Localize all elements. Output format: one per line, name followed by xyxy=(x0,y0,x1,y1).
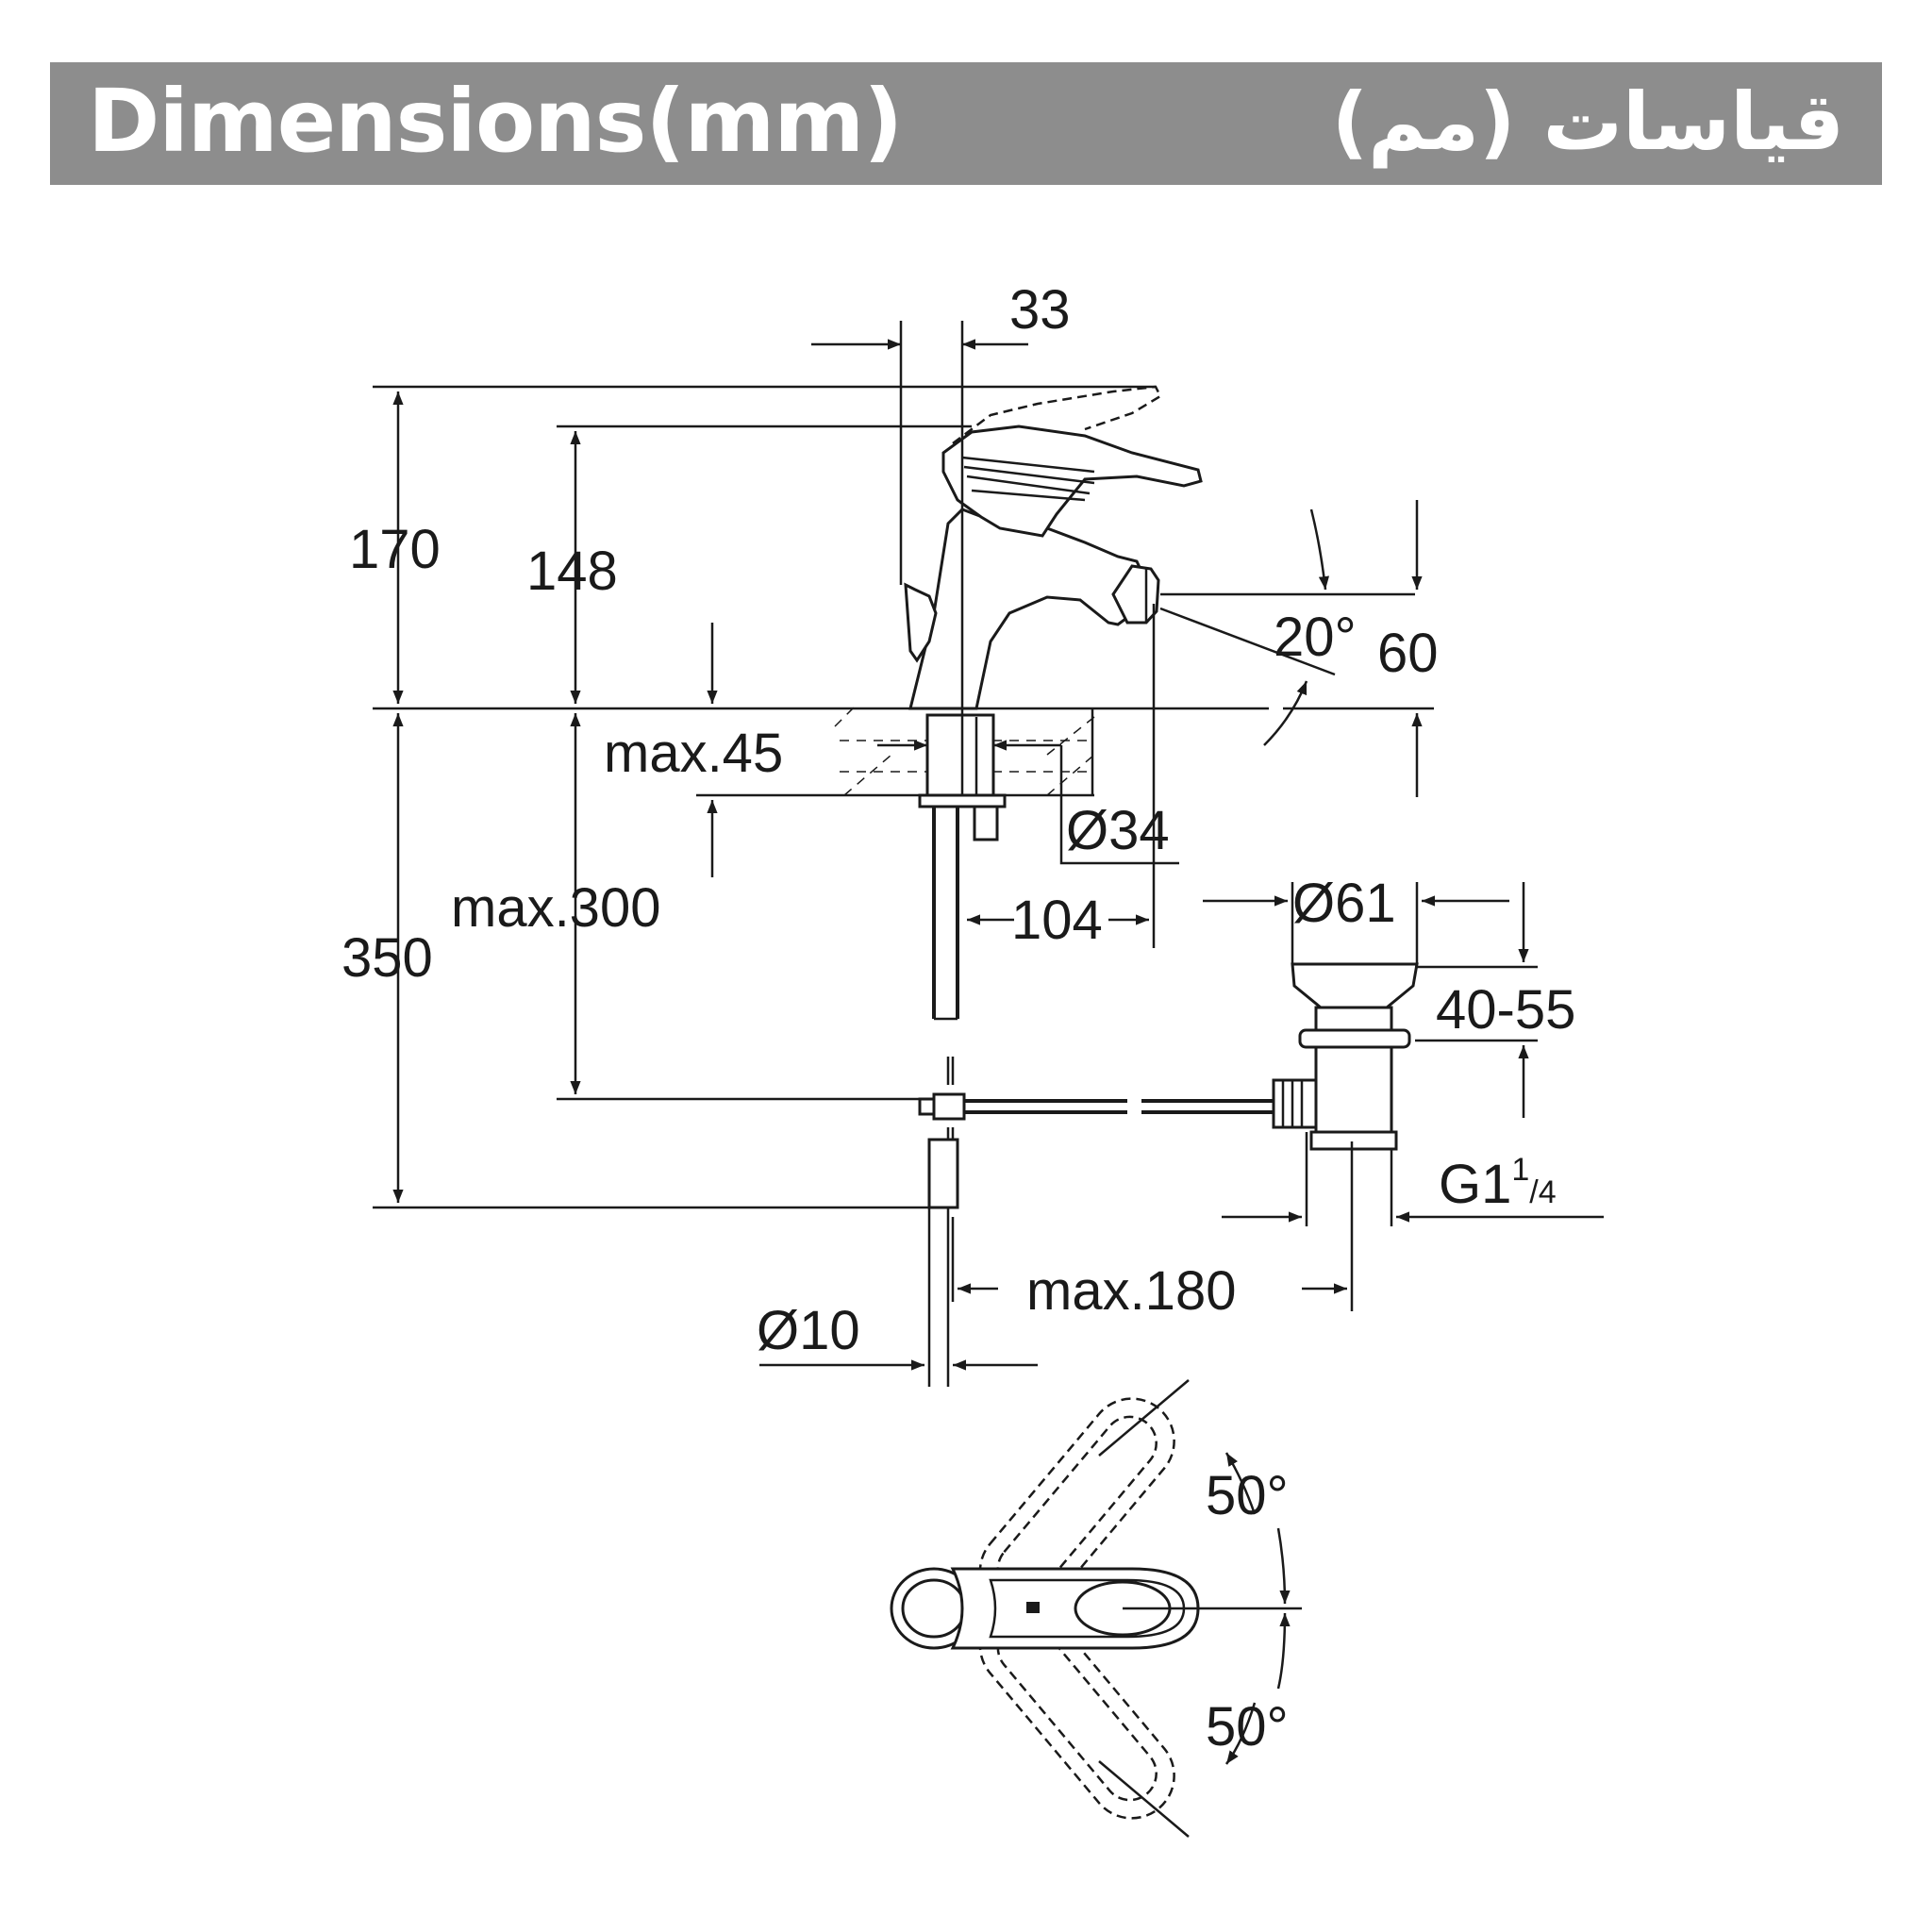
dim-angle-20: 20° xyxy=(1274,607,1357,668)
dim-dia61: Ø61 xyxy=(1292,873,1396,934)
countertop-section xyxy=(373,707,1269,797)
dim-350: 350 xyxy=(341,927,433,989)
handle-dashed-lower xyxy=(978,1602,1175,1820)
dim-33: 33 xyxy=(1009,279,1071,341)
dim-thread: G11/4 xyxy=(1439,1152,1557,1215)
dim-40-55: 40-55 xyxy=(1436,979,1575,1041)
brand-logo-mark xyxy=(1026,1602,1040,1613)
waste-tail xyxy=(1309,1130,1398,1151)
dimension-lines xyxy=(373,321,1604,1387)
header-bar: Dimensions(mm) قياسات (مم) xyxy=(50,62,1882,185)
pipe-end xyxy=(927,1138,959,1209)
mounting-shank xyxy=(925,713,995,797)
title-arabic: قياسات (مم) xyxy=(1331,75,1844,168)
popup-knob xyxy=(904,582,938,663)
rod-connector xyxy=(932,1092,966,1121)
dim-60: 60 xyxy=(1377,623,1439,684)
waste-pipe xyxy=(1314,1045,1393,1134)
dim-angle-50-bottom: 50° xyxy=(1206,1696,1289,1757)
popup-waste xyxy=(1272,962,1419,1226)
faucet-body xyxy=(908,508,1148,710)
faucet-side-view xyxy=(373,385,1274,1209)
waste-flange xyxy=(1291,962,1419,1009)
dim-max180: max.180 xyxy=(1026,1260,1236,1322)
dimension-labels: 33 170 148 20° 60 max.45 Ø34 max.300 350… xyxy=(341,279,1575,1757)
handle-dashed-upper xyxy=(978,1397,1175,1615)
dim-104: 104 xyxy=(1011,890,1103,951)
dim-148: 148 xyxy=(526,541,618,602)
dim-dia34: Ø34 xyxy=(1066,800,1170,861)
dim-angle-50-top: 50° xyxy=(1206,1465,1289,1526)
dim-max45: max.45 xyxy=(604,723,783,784)
dim-170: 170 xyxy=(349,519,441,580)
faucet-top-view xyxy=(890,1379,1302,1838)
rod-nut xyxy=(1272,1078,1318,1129)
dim-dia10: Ø10 xyxy=(757,1300,860,1361)
title-english: Dimensions(mm) xyxy=(88,71,903,172)
dim-max300: max.300 xyxy=(451,877,660,939)
